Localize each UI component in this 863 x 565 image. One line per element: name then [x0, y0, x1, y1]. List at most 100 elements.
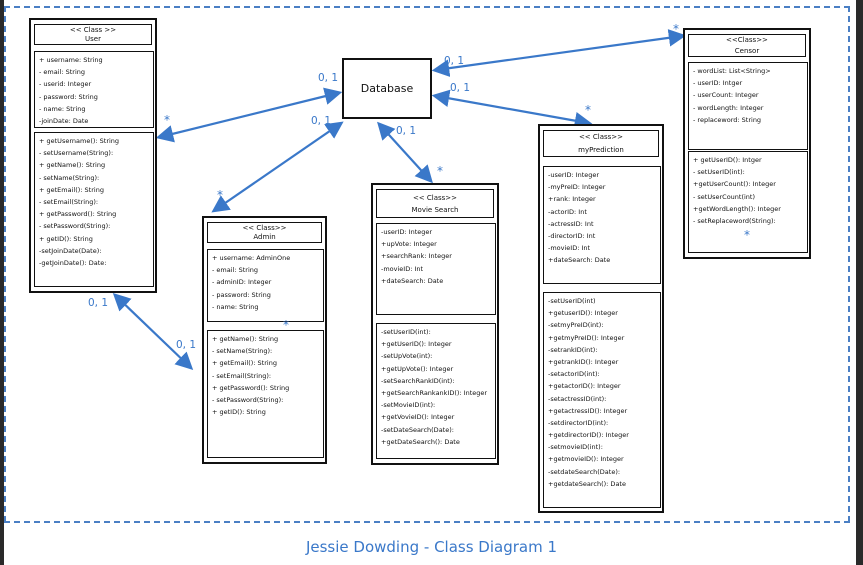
attribute-item: -movieID: Int — [548, 244, 591, 253]
assoc-db-user — [155, 87, 343, 143]
assoc-db-movie-search — [377, 121, 433, 184]
method-item: -setactressID(int): — [548, 394, 607, 403]
class-user: << Class >> User + username: String- ema… — [29, 18, 157, 293]
mult-many-censor-2: * — [744, 228, 750, 242]
method-item: - setName(String): — [39, 173, 100, 182]
method-item: -setUserID(int) — [548, 297, 596, 305]
frame-border-top — [4, 6, 850, 8]
class-admin-header: << Class>> Admin — [207, 222, 322, 243]
method-item: - setPassword(String): — [39, 222, 111, 231]
method-item: +getSearchRankankID(): Integer — [381, 388, 488, 397]
frame-border-bottom — [4, 521, 850, 523]
method-item: +getmyPreID(): Integer — [548, 333, 625, 342]
attribute-item: - userid: Integer — [39, 80, 92, 89]
diagram-title: Jessie Dowding - Class Diagram 1 — [305, 538, 558, 556]
method-item: + getEmail(): String — [212, 359, 277, 368]
method-item: +getactorID(): Integer — [548, 382, 621, 391]
mult-many-admin: * — [217, 188, 223, 202]
mult-many-prediction: * — [585, 103, 591, 117]
method-item: + getName(): String — [39, 161, 106, 170]
class-my-prediction-name: myPrediction — [578, 146, 624, 154]
method-item: +getVovieID(): Integer — [381, 413, 455, 422]
assoc-db-admin — [211, 121, 344, 213]
mult-db-user: 0, 1 — [318, 72, 339, 84]
method-item: +getrankID(): Integer — [548, 357, 619, 366]
method-item: -setactorID(int): — [548, 370, 600, 379]
mult-db-censor-bottom: 0, 1 — [450, 82, 471, 94]
method-item: + getID(): String — [39, 234, 93, 243]
class-admin-attributes: + username: AdminOne- email: String- adm… — [207, 249, 324, 322]
mult-many-censor: * — [673, 22, 679, 36]
class-my-prediction-attributes: -userID: Integer-myPreID: Integer+rank: … — [543, 166, 661, 284]
class-movie-search-methods: -setUserID(int):+getUserID(): Integer-se… — [376, 323, 496, 459]
assoc-user-admin — [112, 292, 194, 371]
method-item: - setReplaceword(String): — [693, 216, 776, 225]
frame-border-left — [4, 6, 6, 522]
class-user-stereotype: << Class >> — [69, 26, 117, 34]
method-item: +getUserCount(): Integer — [693, 180, 776, 189]
mult-many-user: * — [164, 113, 170, 127]
method-item: +getactressID(): Integer — [548, 406, 628, 415]
attribute-item: -directorID: Int — [548, 231, 596, 240]
method-item: -setUpVote(int): — [381, 352, 433, 361]
method-item: +getdirectorID(): Integer — [548, 431, 629, 440]
attribute-item: - adminID: Integer — [212, 278, 272, 287]
method-item: -getJoinDate(): Date: — [39, 258, 107, 267]
class-movie-search-header: << Class>> Movie Search — [376, 189, 494, 218]
attribute-item: - password: String — [39, 92, 98, 101]
attribute-item: - email: String — [212, 266, 258, 275]
mult-user-admin-admin: 0, 1 — [176, 339, 197, 351]
method-item: - setName(String): — [212, 347, 273, 356]
method-item: -setdirectorID(int): — [548, 418, 609, 427]
class-censor: <<Class>> Censor - wordList: List<String… — [683, 28, 811, 259]
class-censor-stereotype: <<Class>> — [726, 36, 768, 44]
method-item: + getName(): String — [212, 335, 279, 343]
attribute-item: - userCount: Integer — [693, 91, 759, 100]
mult-many-admin-2: * — [283, 318, 289, 332]
class-movie-search-attributes: -userID: Integer+upVote: Integer+searchR… — [376, 223, 496, 315]
class-admin-methods: + getName(): String - setName(String): + g… — [207, 330, 324, 458]
method-item: + getID(): String — [212, 408, 266, 417]
method-item: -setmyPreID(int): — [548, 321, 604, 330]
class-user-header: << Class >> User — [34, 24, 152, 45]
method-item: + getEmail(): String — [39, 185, 104, 194]
mult-db-movie: 0, 1 — [396, 125, 417, 137]
class-user-name: User — [85, 35, 101, 43]
class-movie-search-stereotype: << Class>> — [412, 194, 458, 202]
attribute-item: +dateSearch: Date — [381, 276, 444, 285]
class-movie-search-name: Movie Search — [411, 206, 459, 214]
attribute-item: -actorID: Int — [548, 207, 587, 216]
method-item: - setUserID(int): — [693, 168, 745, 177]
method-item: +getUpVote(): Integer — [381, 364, 454, 373]
method-item: + getPassword(): String — [212, 383, 290, 392]
class-censor-name: Censor — [734, 47, 760, 55]
method-item: +getDateSearch(): Date — [381, 437, 460, 446]
attribute-item: - replaceword: String — [693, 115, 762, 124]
class-user-methods: + getUsername(): String- setUsername(Str… — [34, 132, 154, 287]
class-censor-header: <<Class>> Censor — [688, 34, 806, 57]
mult-user-admin-user: 0, 1 — [88, 297, 109, 309]
assoc-db-prediction — [431, 89, 593, 130]
mult-many-movie: * — [437, 164, 443, 178]
attribute-item: +searchRank: Integer — [381, 252, 452, 261]
method-item: -setMovieID(int): — [381, 401, 436, 410]
method-item: -setJoinDate(Date): — [39, 246, 102, 255]
attribute-item: -userID: Integer — [381, 228, 433, 236]
mult-db-admin: 0, 1 — [311, 115, 332, 127]
method-item: -setrankID(int): — [548, 345, 598, 354]
class-censor-attributes: - wordList: List<String>- userID: Intger… — [688, 62, 808, 150]
attribute-item: - wordLength: Integer — [693, 103, 764, 112]
mult-db-censor-top: 0, 1 — [444, 55, 465, 67]
class-user-attributes: + username: String- email: String- useri… — [34, 51, 154, 128]
attribute-item: - password: String — [212, 290, 271, 299]
attribute-item: - email: String — [39, 68, 85, 77]
method-item: +getmovieID(): Integer — [548, 455, 624, 464]
attribute-item: +dateSearch: Date — [548, 256, 611, 265]
method-item: +getUserID(): Integer — [381, 340, 452, 349]
method-item: +getdateSearch(): Date — [548, 479, 626, 488]
attribute-item: +rank: Integer — [548, 195, 596, 204]
attribute-item: - name: String — [39, 104, 86, 113]
attribute-item: -userID: Integer — [548, 171, 600, 179]
attribute-item: -actressID: Int — [548, 219, 594, 228]
